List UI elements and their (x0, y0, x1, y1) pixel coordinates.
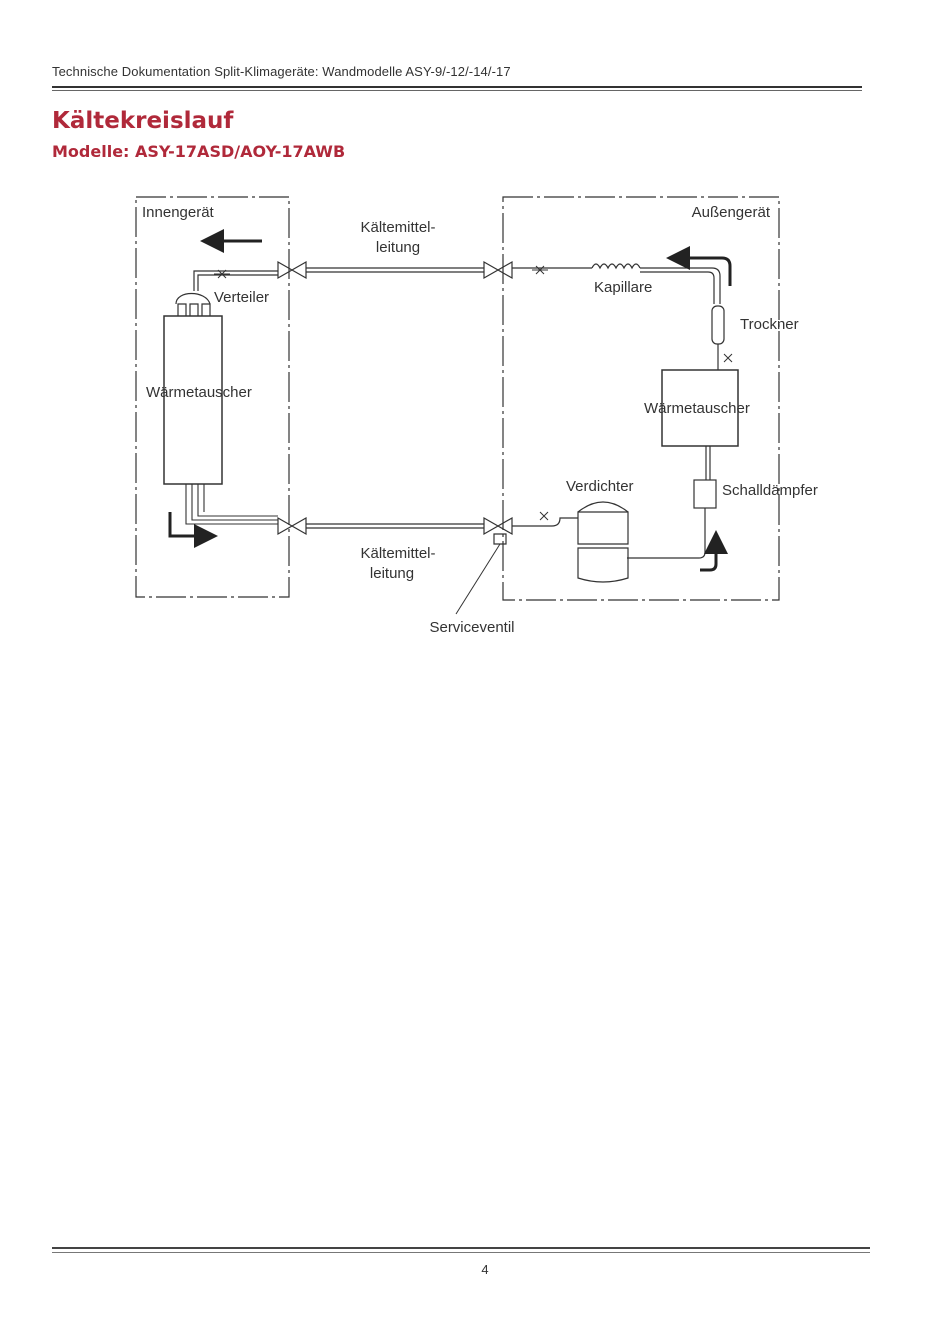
indoor-unit-label: Innengerät (142, 204, 215, 221)
outdoor-heat-exchanger (661, 369, 739, 447)
dryer-strainer-icon (723, 353, 733, 363)
page-title: Kältekreislauf (52, 108, 234, 134)
muffler (693, 479, 717, 509)
bottom-line-label-2: leitung (370, 565, 414, 582)
outdoor-strainer-icon (532, 265, 548, 275)
distributor-label: Verteiler (214, 289, 269, 306)
footer-rule-thin (52, 1252, 870, 1253)
indoor-strainer-icon (214, 269, 230, 279)
compressor-label: Verdichter (566, 478, 634, 495)
bottom-line-label-1: Kältemittel- (360, 545, 435, 562)
document-header: Technische Dokumentation Split-Klimagerä… (52, 64, 511, 79)
footer-rule (52, 1247, 870, 1249)
compressor (577, 501, 629, 583)
page-subtitle: Modelle: ASY-17ASD/AOY-17AWB (52, 142, 346, 161)
indoor-unit-frame (135, 196, 290, 598)
compressor-strainer-icon (539, 511, 549, 521)
outdoor-heat-exchanger-label: Wärmetauscher (644, 400, 750, 417)
indoor-heat-exchanger-label: Wärmetauscher (146, 384, 252, 401)
header-rule-thin (52, 90, 862, 91)
outdoor-unit-frame (502, 196, 780, 601)
service-valve-label: Serviceventil (429, 619, 514, 636)
top-line-label-1: Kältemittel- (360, 219, 435, 236)
muffler-label: Schalldämpfer (722, 482, 818, 499)
top-line-label-2: leitung (376, 239, 420, 256)
page-number: 4 (481, 1262, 489, 1277)
bottom-refrigerant-line (277, 516, 513, 545)
outdoor-unit-label: Außengerät (692, 204, 771, 221)
header-rule (52, 86, 862, 88)
capillary-coil-icon (591, 263, 641, 270)
capillary-label: Kapillare (594, 279, 652, 296)
dryer (711, 305, 725, 345)
indoor-heat-exchanger (163, 315, 223, 485)
refrigerant-circuit-diagram: Innengerät Außengerät Kältemittel- leitu… (135, 196, 818, 636)
top-refrigerant-line (277, 260, 513, 280)
dryer-label: Trockner (740, 316, 799, 333)
